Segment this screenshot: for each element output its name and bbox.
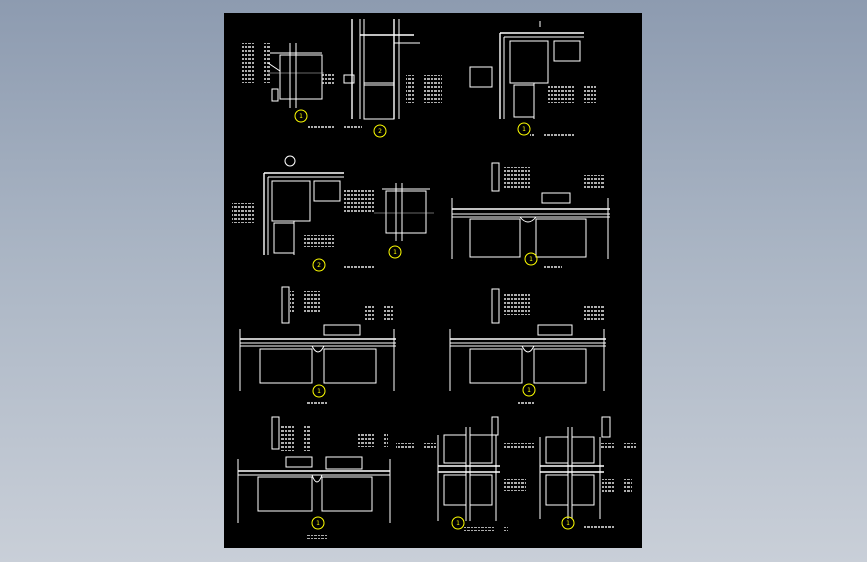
detail-slab-joint-k (539, 416, 636, 519)
detail-marker-label: 1 (456, 520, 460, 527)
detail-wall-section-b (322, 19, 442, 120)
detail-marker-label: 1 (316, 520, 320, 527)
detail-marker-label: 2 (317, 262, 321, 269)
detail-marker-9: 1 (306, 516, 328, 539)
detail-corner-joint-c (469, 21, 596, 119)
detail-marker-label: 1 (566, 520, 570, 527)
detail-wall-joint-e (374, 183, 434, 241)
detail-marker-7: 1 (306, 384, 328, 406)
cad-drawing: 1 2 1 2 1 1 1 1 1 1 (232, 19, 636, 539)
detail-corner-joint-d (232, 155, 382, 255)
detail-marker-label: 1 (393, 249, 397, 256)
detail-marker-11: 1 (561, 516, 618, 530)
detail-marker-label: 1 (527, 387, 531, 394)
detail-floor-joint-g (239, 286, 396, 391)
detail-marker-3: 1 (517, 122, 574, 137)
detail-marker-label: 1 (317, 388, 321, 395)
detail-marker-5: 1 (388, 245, 402, 259)
detail-marker-6: 1 (524, 252, 562, 270)
detail-wall-joint-a (242, 43, 324, 108)
detail-marker-label: 1 (522, 126, 526, 133)
detail-marker-1: 1 (294, 109, 362, 130)
detail-floor-joint-i (237, 416, 391, 523)
detail-marker-label: 1 (299, 113, 303, 120)
detail-floor-joint-h (449, 288, 606, 391)
detail-marker-4: 2 (312, 258, 380, 272)
drawing-sheet: 1 2 1 2 1 1 1 1 1 1 (224, 13, 642, 548)
detail-marker-10: 1 (451, 516, 508, 531)
detail-marker-label: 1 (529, 256, 533, 263)
detail-slab-joint-j (396, 416, 538, 521)
detail-marker-label: 2 (378, 128, 382, 135)
detail-marker-2: 2 (373, 124, 387, 138)
detail-floor-joint-f (451, 162, 610, 259)
detail-marker-8: 1 (518, 383, 540, 406)
